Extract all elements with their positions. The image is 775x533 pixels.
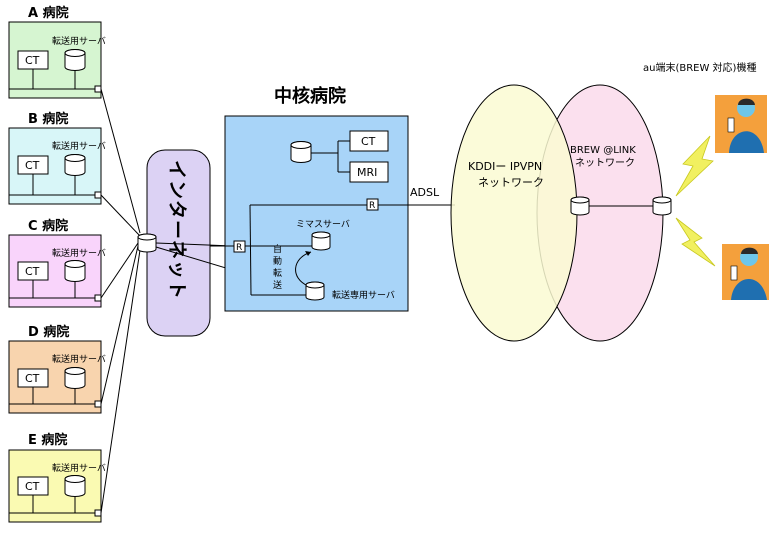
- auto-transfer-3: 転: [273, 268, 282, 279]
- terminal-label: au端末(BREW 対応)機種: [643, 61, 756, 74]
- hospital-d-server-label: 転送用サーバ: [52, 353, 106, 365]
- hospital-d-label: D 病院: [28, 324, 69, 340]
- hospital-a-port: [94, 85, 102, 93]
- core-router-right-label: R: [369, 201, 375, 211]
- hospital-d: D 病院 転送用サーバ CT: [8, 324, 106, 414]
- hospital-e: E 病院 転送用サーバ CT: [8, 432, 106, 523]
- hospital-b-port: [94, 191, 102, 199]
- core-router-left: [233, 240, 246, 253]
- hospital-b: B 病院 転送用サーバ CT: [8, 111, 106, 205]
- hospital-d-server-icon: [64, 367, 86, 389]
- mobile-user-icon-bottom: [722, 244, 769, 300]
- hospital-c-label: C 病院: [28, 218, 68, 234]
- wireless-bolt-icon-top: [675, 135, 714, 197]
- hospital-e-port: [94, 509, 102, 517]
- auto-transfer-1: 自: [273, 243, 282, 255]
- wireless-bolt-icon-bottom: [675, 217, 716, 267]
- hospital-b-label: B 病院: [28, 111, 68, 127]
- core-ct-label: CT: [361, 135, 376, 148]
- internet-label: インターネット: [166, 160, 188, 300]
- transfer-server-icon: [305, 281, 325, 301]
- mirror-server-icon: [311, 231, 331, 251]
- hospital-c-ct-label: CT: [25, 265, 40, 278]
- core-bus-vertical: [249, 204, 252, 296]
- hospital-a-ct-label: CT: [25, 54, 40, 67]
- hospital-uplinks: [100, 88, 141, 514]
- hospital-c-server-icon: [64, 260, 86, 282]
- core-hospital-title: 中核病院: [274, 85, 346, 107]
- brew-server-icon: [652, 196, 672, 216]
- hospital-b-server-icon: [64, 154, 86, 176]
- transfer-server-label: 転送専用サーバ: [332, 289, 395, 301]
- hospital-e-server-icon: [64, 475, 86, 497]
- hospital-a-label: A 病院: [28, 5, 69, 21]
- gateway-server-icon: [570, 196, 590, 216]
- mobile-user-icon-top: [715, 95, 767, 153]
- hospital-a-server-label: 転送用サーバ: [52, 35, 106, 47]
- brew-network-line2: ネットワーク: [575, 157, 635, 169]
- brew-network-line1: BREW @LINK: [570, 145, 636, 156]
- kddi-network-line2: ネットワーク: [478, 176, 544, 189]
- hospital-d-ct-label: CT: [25, 372, 40, 385]
- auto-transfer-2: 動: [273, 256, 282, 267]
- hospital-d-port: [94, 400, 102, 408]
- hospital-e-server-label: 転送用サーバ: [52, 462, 106, 474]
- hospital-e-label: E 病院: [28, 432, 67, 448]
- adsl-label: ADSL: [410, 186, 440, 199]
- auto-transfer-4: 送: [273, 279, 282, 291]
- mirror-server-label: ミマスサーバ: [296, 219, 350, 230]
- core-storage-icon: [290, 141, 312, 163]
- hospital-c: C 病院 転送用サーバ CT: [8, 218, 106, 308]
- hospital-a-server-icon: [64, 49, 86, 71]
- hospital-c-port: [94, 294, 102, 302]
- hospital-b-server-label: 転送用サーバ: [52, 140, 106, 152]
- core-router-left-label: R: [236, 243, 242, 253]
- kddi-network-ellipse: [450, 84, 578, 342]
- hospital-a: A 病院 転送用サーバ CT: [8, 5, 106, 99]
- internet-hub-icon: [137, 233, 157, 253]
- kddi-network-line1: KDDIー IPVPN: [468, 160, 542, 173]
- hospital-b-ct-label: CT: [25, 159, 40, 172]
- hospital-e-ct-label: CT: [25, 480, 40, 493]
- hospital-c-server-label: 転送用サーバ: [52, 247, 106, 259]
- core-mri-label: MRI: [357, 166, 377, 179]
